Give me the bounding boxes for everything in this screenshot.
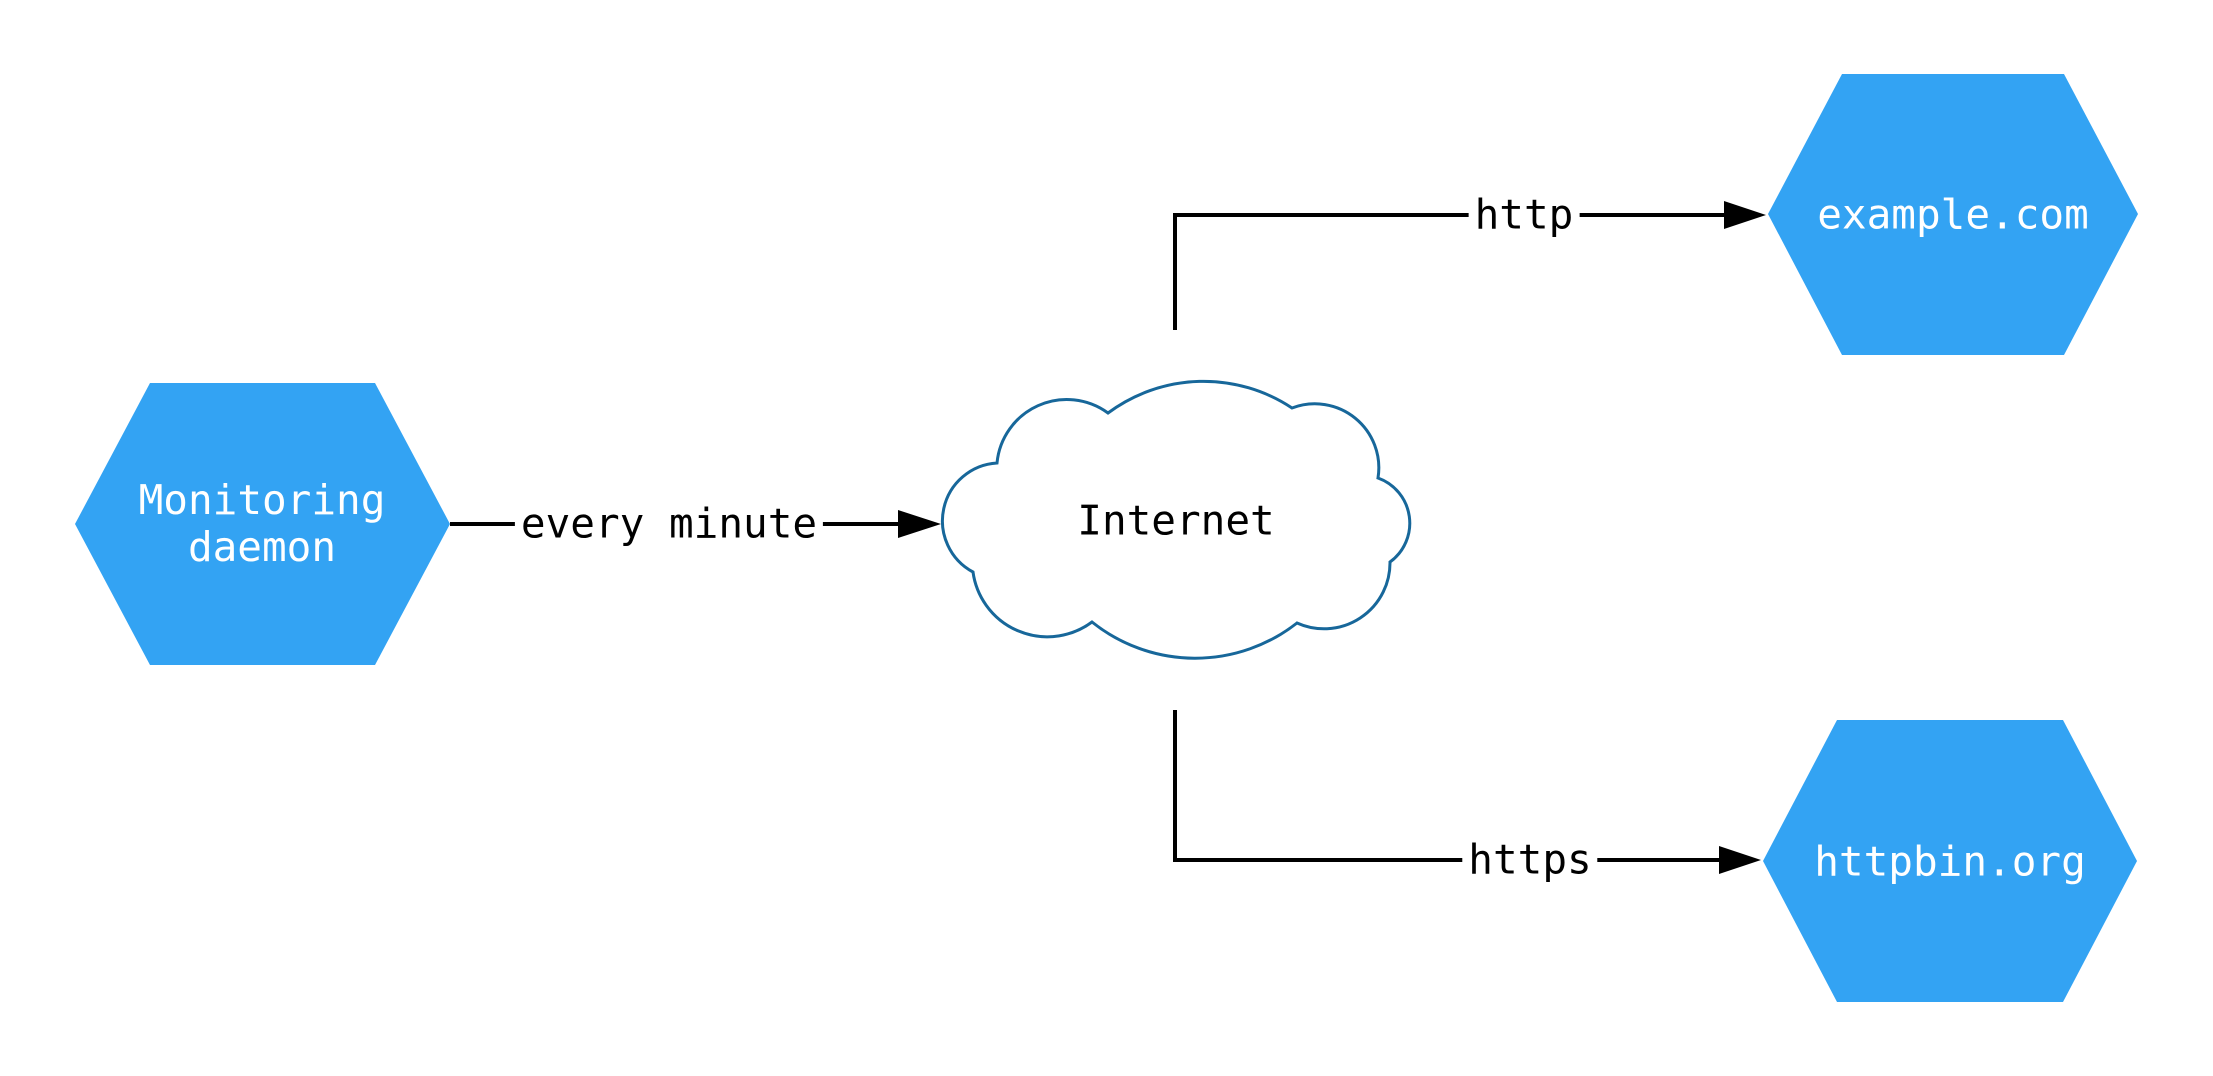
httpbin-org-node: [1763, 720, 2137, 1002]
example-com-node: [1768, 74, 2138, 355]
edge-label-https: https: [1462, 836, 1598, 884]
example-com-label: example.com: [1817, 190, 2089, 239]
monitoring-daemon-node: [75, 383, 450, 665]
edge-https-line: [1173, 710, 1721, 862]
internet-cloud-node: [940, 379, 1412, 660]
arrowhead: [1724, 201, 1766, 229]
monitoring-daemon-label: Monitoring daemon: [138, 475, 386, 571]
arrowhead: [1719, 846, 1761, 874]
arrowhead: [898, 510, 941, 538]
edge-label-http: http: [1468, 191, 1580, 239]
edge-http-line: [1173, 213, 1726, 330]
httpbin-org-label: httpbin.org: [1814, 837, 2086, 886]
internet-label: Internet: [1077, 496, 1275, 545]
edge-label-every-minute: every minute: [514, 500, 824, 548]
